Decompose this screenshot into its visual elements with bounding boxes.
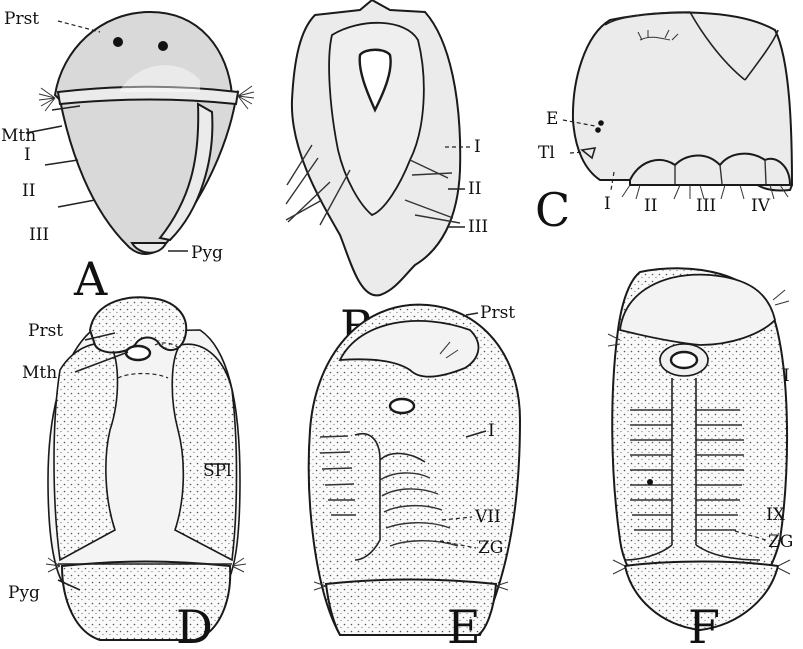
figure-c-letter: C <box>535 183 570 237</box>
figure-c-eye-2 <box>595 127 601 133</box>
figure-a-label-mth: Mth <box>1 126 36 146</box>
figure-c-label-ii: II <box>644 196 657 216</box>
figure-c: E Tl I II III IV C <box>535 12 792 237</box>
figure-e-label-prst: Prst <box>480 303 515 323</box>
figure-d-label-mth: Mth <box>22 363 57 383</box>
figure-f-mouth <box>671 352 697 368</box>
figure-a-cilia-right <box>238 86 254 109</box>
figure-f-spot <box>647 479 653 485</box>
figure-e-label-vii: VII <box>474 507 501 527</box>
figure-d-letter: D <box>176 600 213 649</box>
figure-b-label-i: I <box>474 137 481 157</box>
figure-d-label-pyg: Pyg <box>8 583 40 603</box>
figure-d-right-plate <box>172 344 236 560</box>
figure-e-label-i: I <box>488 421 495 441</box>
figure-b-label-iii: III <box>468 217 488 237</box>
figure-f-letter: F <box>688 600 720 649</box>
figure-c-label-tl: Tl <box>538 143 555 163</box>
figure-a-eye-left <box>113 37 123 47</box>
figure-b-label-ii: II <box>468 179 481 199</box>
figure-e-label-zg: ZG <box>478 538 503 558</box>
figure-c-label-iv: IV <box>751 196 771 216</box>
figure-e: Prst I VII ZG E <box>309 303 520 649</box>
figure-b: I II III B <box>286 0 488 354</box>
figure-a-label-iii: III <box>29 225 49 245</box>
figure-a-label-ii: II <box>22 181 35 201</box>
figure-c-label-e: E <box>546 109 558 129</box>
figure-f-label-zg: ZG <box>768 532 793 552</box>
figure-a-label-pyg: Pyg <box>191 243 223 263</box>
figure-a-label-i: I <box>24 145 31 165</box>
figure-f-label-i: I <box>783 366 790 386</box>
figure-a: Prst Mth I II III Pyg A <box>1 9 254 306</box>
figure-a-letter: A <box>73 252 108 306</box>
figure-d-mouth <box>126 346 150 360</box>
figure-f: I IX ZG F <box>608 268 793 649</box>
figure-c-label-i: I <box>604 194 611 214</box>
figure-d-label-prst: Prst <box>28 321 63 341</box>
figure-d-label-spl: SPl <box>203 461 232 481</box>
figure-c-eye-1 <box>598 120 604 126</box>
figure-c-label-iii: III <box>696 196 716 216</box>
figure-f-label-ix: IX <box>766 505 786 525</box>
figure-a-eye-right <box>158 41 168 51</box>
figure-a-cilia-left <box>39 88 55 111</box>
figure-e-letter: E <box>447 600 481 649</box>
figure-a-label-prst: Prst <box>4 9 39 29</box>
figure-e-mouth <box>390 399 414 413</box>
figure-d: Prst Mth SPl Pyg D <box>8 297 246 649</box>
